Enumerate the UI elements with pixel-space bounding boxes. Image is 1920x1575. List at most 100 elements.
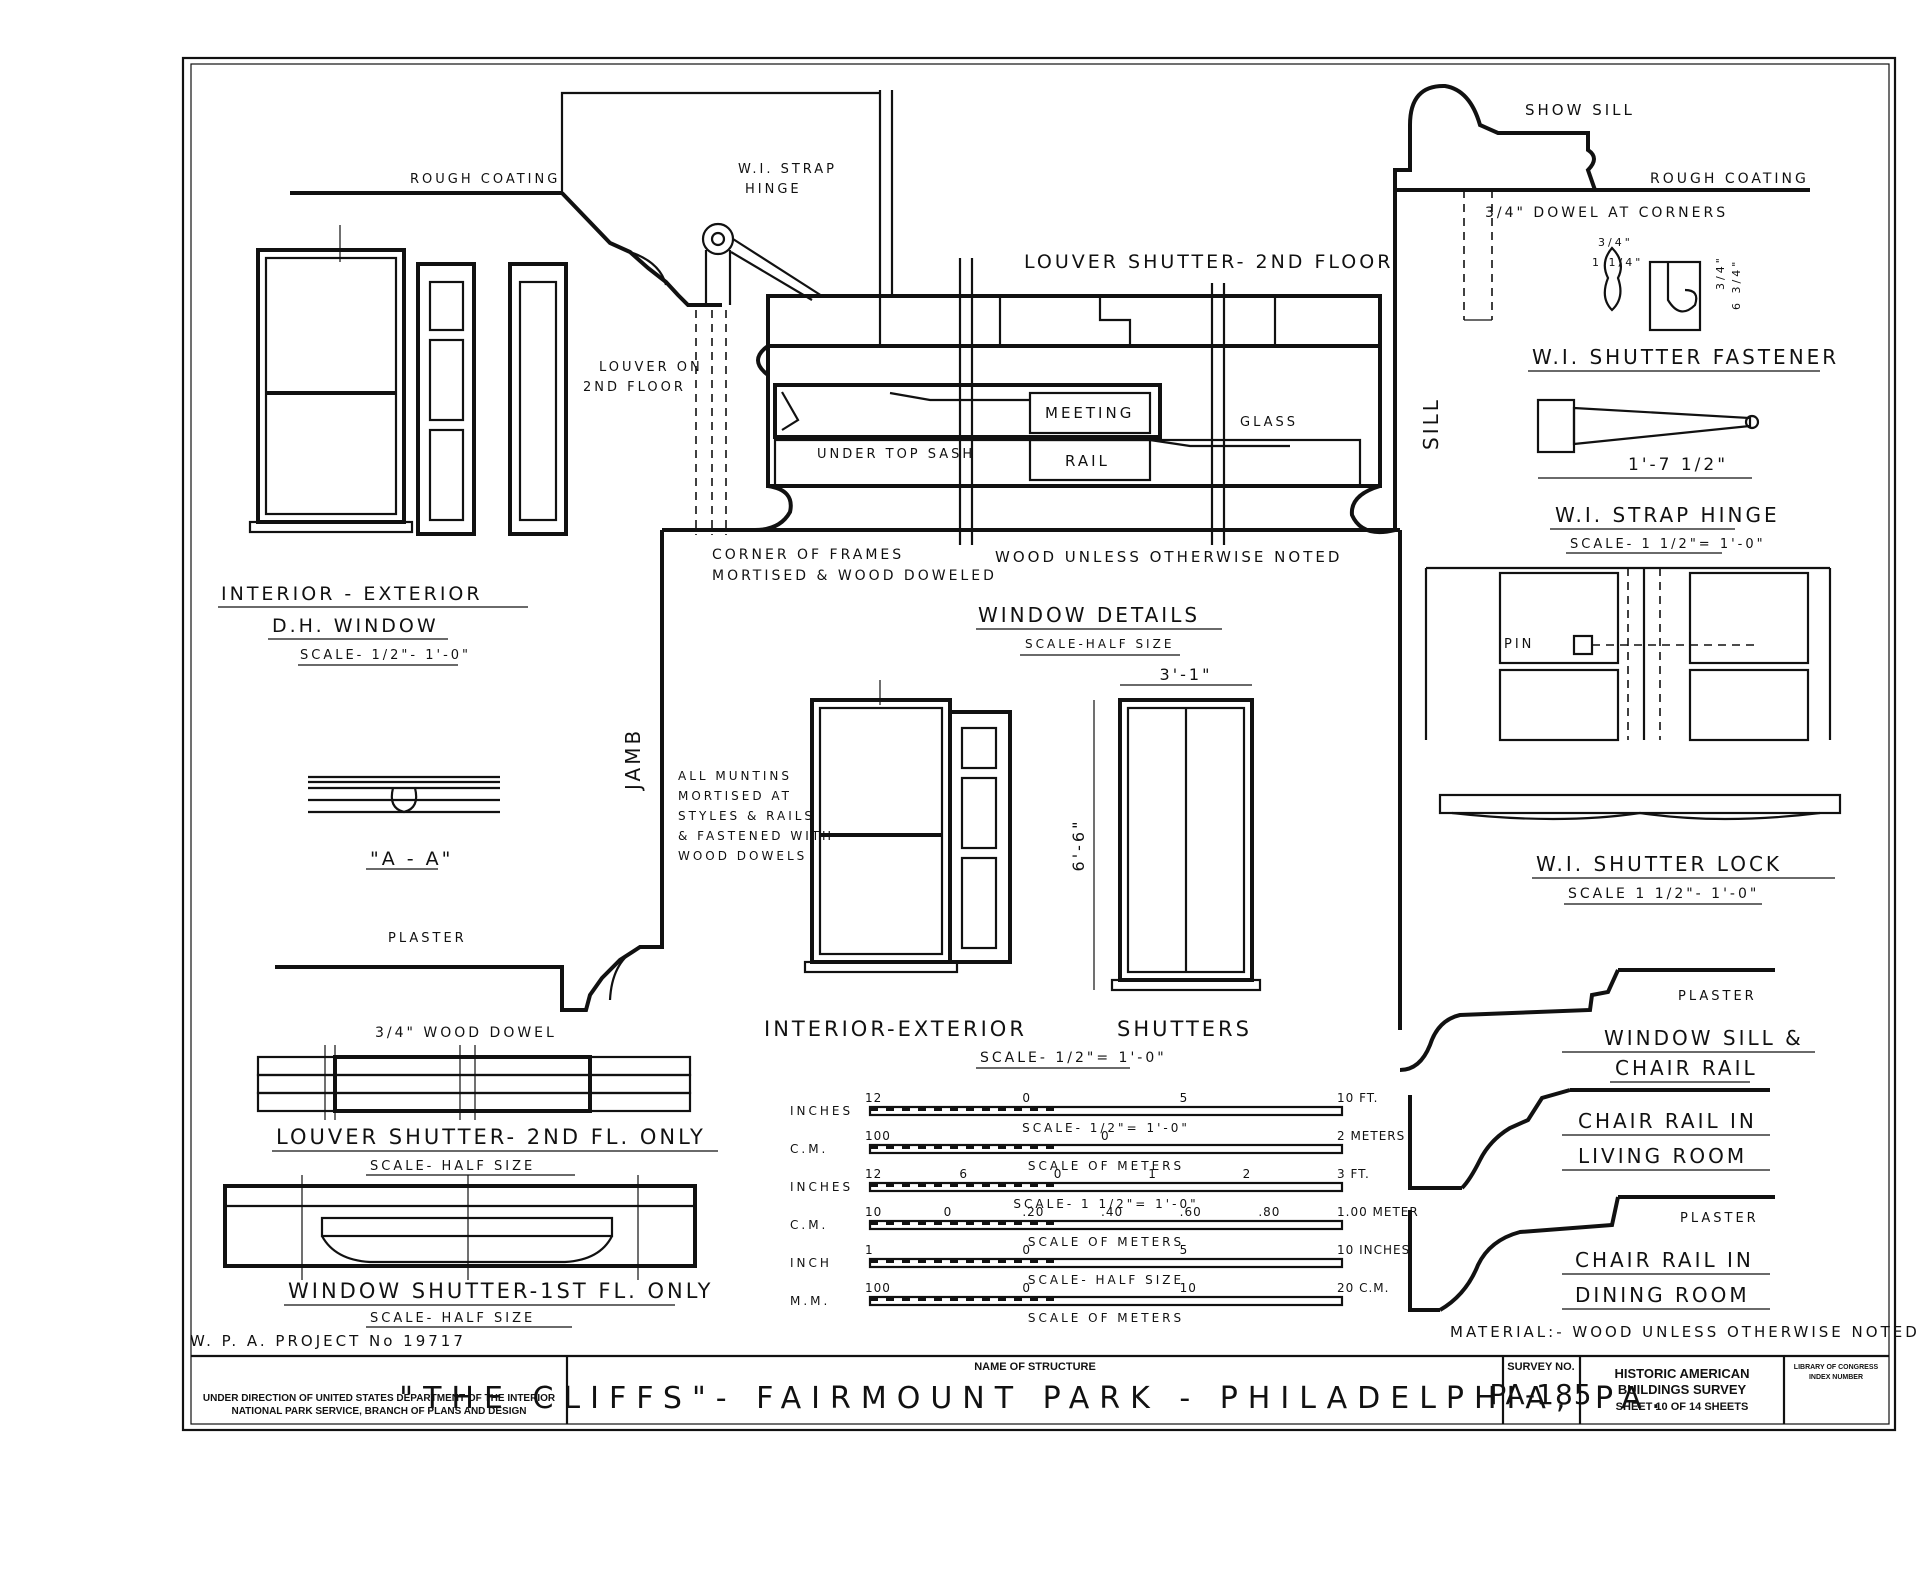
dim-1-7-half: 1'-7 1/2"	[1628, 455, 1728, 475]
scale-tick-3-6: 1.00 METER	[1337, 1205, 1419, 1219]
scale-tick-0-3: 10 FT.	[1337, 1091, 1379, 1105]
plaster-r1-label: PLASTER	[1678, 989, 1757, 1004]
scale-checker-4-2	[902, 1259, 910, 1263]
scale-checker-3-1	[886, 1221, 894, 1225]
scale-checker-2-8	[998, 1183, 1006, 1187]
dim-1-1-4: 1 1/4"	[1592, 256, 1643, 269]
dh-window-title-2: D.H. WINDOW	[272, 615, 439, 637]
scale-checker-2-9	[1014, 1183, 1022, 1187]
scale-checker-5-11	[1046, 1297, 1054, 1301]
dim-3-1: 3'-1"	[1160, 665, 1213, 684]
chair-dining-title-1: CHAIR RAIL IN	[1575, 1248, 1754, 1272]
rail-label: RAIL	[1065, 452, 1110, 470]
scale-checker-2-4	[934, 1183, 942, 1187]
agency-line-1: UNDER DIRECTION OF UNITED STATES DEPARTM…	[203, 1393, 556, 1404]
scale-checker-1-7	[982, 1145, 990, 1149]
chair-dining-title-2: DINING ROOM	[1575, 1283, 1750, 1307]
strap-hinge-drawing	[1536, 398, 1760, 479]
scale-checker-3-10	[1030, 1221, 1038, 1225]
scale-checker-5-7	[982, 1297, 990, 1301]
louver-2nd-scale: SCALE- HALF SIZE	[370, 1159, 535, 1174]
sill-chair-title-1: WINDOW SILL &	[1604, 1026, 1804, 1050]
scale-tick-0-1: 0	[1022, 1091, 1031, 1105]
shutter-lock-scale: SCALE 1 1/2"- 1'-0"	[1568, 886, 1759, 902]
scale-tick-4-2: 5	[1180, 1243, 1189, 1257]
scale-tick-3-2: .20	[1022, 1205, 1044, 1219]
dh-window-title-1: INTERIOR - EXTERIOR	[221, 583, 483, 605]
scale-checker-3-6	[966, 1221, 974, 1225]
scale-checker-3-8	[998, 1221, 1006, 1225]
scale-checker-4-9	[1014, 1259, 1022, 1263]
scale-tick-2-1: 6	[959, 1167, 968, 1181]
name-of-structure-label: NAME OF STRUCTURE	[974, 1361, 1096, 1373]
chair-living-title-1: CHAIR RAIL IN	[1578, 1109, 1757, 1133]
scale-checker-4-8	[998, 1259, 1006, 1263]
scale-tick-0-0: 12	[865, 1091, 882, 1105]
muntins-label-5: WOOD DOWELS	[678, 849, 807, 863]
scale-caption-0: SCALE- 1/2"= 1'-0"	[1022, 1121, 1190, 1135]
scale-checker-1-3	[918, 1145, 926, 1149]
scale-tick-3-3: .40	[1101, 1205, 1123, 1219]
scale-tick-3-5: .80	[1258, 1205, 1280, 1219]
molding-profiles	[1399, 968, 1775, 1312]
scale-checker-0-7	[982, 1107, 990, 1111]
muntins-label-3: STYLES & RAILS	[678, 809, 815, 823]
dh-window-elevation	[248, 225, 568, 536]
louver-2nd-only-title: LOUVER SHUTTER- 2ND FL. ONLY	[276, 1125, 706, 1149]
scale-checker-2-5	[950, 1183, 958, 1187]
scale-checker-2-7	[982, 1183, 990, 1187]
scale-checker-1-0	[870, 1145, 878, 1149]
ie-2-scale: SCALE- 1/2"= 1'-0"	[980, 1050, 1167, 1066]
scale-checker-5-1	[886, 1297, 894, 1301]
scale-caption-1: SCALE OF METERS	[1028, 1159, 1184, 1173]
scale-checker-5-2	[902, 1297, 910, 1301]
loc-line-2: INDEX NUMBER	[1809, 1374, 1863, 1381]
scale-checker-3-11	[1046, 1221, 1054, 1225]
inner-border	[190, 63, 1890, 1425]
rough-coating-right-label: ROUGH COATING	[1650, 171, 1809, 187]
scale-tick-5-0: 100	[865, 1281, 891, 1295]
corner-frames-label-2: MORTISED & WOOD DOWELED	[712, 568, 997, 584]
scale-checker-1-6	[966, 1145, 974, 1149]
scale-tick-2-2: 0	[1054, 1167, 1063, 1181]
scale-checker-5-5	[950, 1297, 958, 1301]
scale-checker-4-1	[886, 1259, 894, 1263]
under-top-sash-label: UNDER TOP SASH	[817, 447, 975, 462]
louver-on-label-2: 2ND FLOOR	[583, 380, 686, 395]
scale-tick-5-2: 10	[1180, 1281, 1197, 1295]
scale-checker-4-6	[966, 1259, 974, 1263]
scale-checker-1-4	[934, 1145, 942, 1149]
scale-checker-1-5	[950, 1145, 958, 1149]
habs-line-2: BUILDINGS SURVEY	[1618, 1382, 1747, 1397]
section-a-a-title: "A - A"	[370, 848, 453, 870]
window-details-title: WINDOW DETAILS	[978, 603, 1200, 627]
scale-checker-2-10	[1030, 1183, 1038, 1187]
scale-unit-3: C.M.	[790, 1218, 828, 1232]
scale-checker-3-9	[1014, 1221, 1022, 1225]
scale-checker-4-4	[934, 1259, 942, 1263]
habs-line-1: HISTORIC AMERICAN	[1614, 1366, 1749, 1381]
plaster-r2-label: PLASTER	[1680, 1211, 1759, 1226]
scale-checker-1-1	[886, 1145, 894, 1149]
scale-tick-1-1: 0	[1101, 1129, 1110, 1143]
scale-tick-4-0: 1	[865, 1243, 874, 1257]
scale-checker-0-10	[1030, 1107, 1038, 1111]
scale-checker-0-1	[886, 1107, 894, 1111]
shutters-title: SHUTTERS	[1117, 1017, 1252, 1041]
window-details-scale: SCALE-HALF SIZE	[1025, 637, 1174, 651]
scale-tick-3-4: .60	[1180, 1205, 1202, 1219]
scale-checker-2-0	[870, 1183, 878, 1187]
glass-label: GLASS	[1240, 415, 1298, 430]
scale-checker-5-9	[1014, 1297, 1022, 1301]
scale-checker-0-8	[998, 1107, 1006, 1111]
strap-hinge-scale: SCALE- 1 1/2"= 1'-0"	[1570, 537, 1766, 552]
scale-checker-2-6	[966, 1183, 974, 1187]
scale-unit-0: INCHES	[790, 1104, 853, 1118]
section-a-a	[308, 775, 500, 814]
scale-checker-1-9	[1014, 1145, 1022, 1149]
scale-unit-2: INCHES	[790, 1180, 853, 1194]
scale-checker-3-3	[918, 1221, 926, 1225]
sheet-number: SHEET 10 OF 14 SHEETS	[1616, 1401, 1749, 1413]
sill-label: SILL	[1419, 397, 1443, 450]
